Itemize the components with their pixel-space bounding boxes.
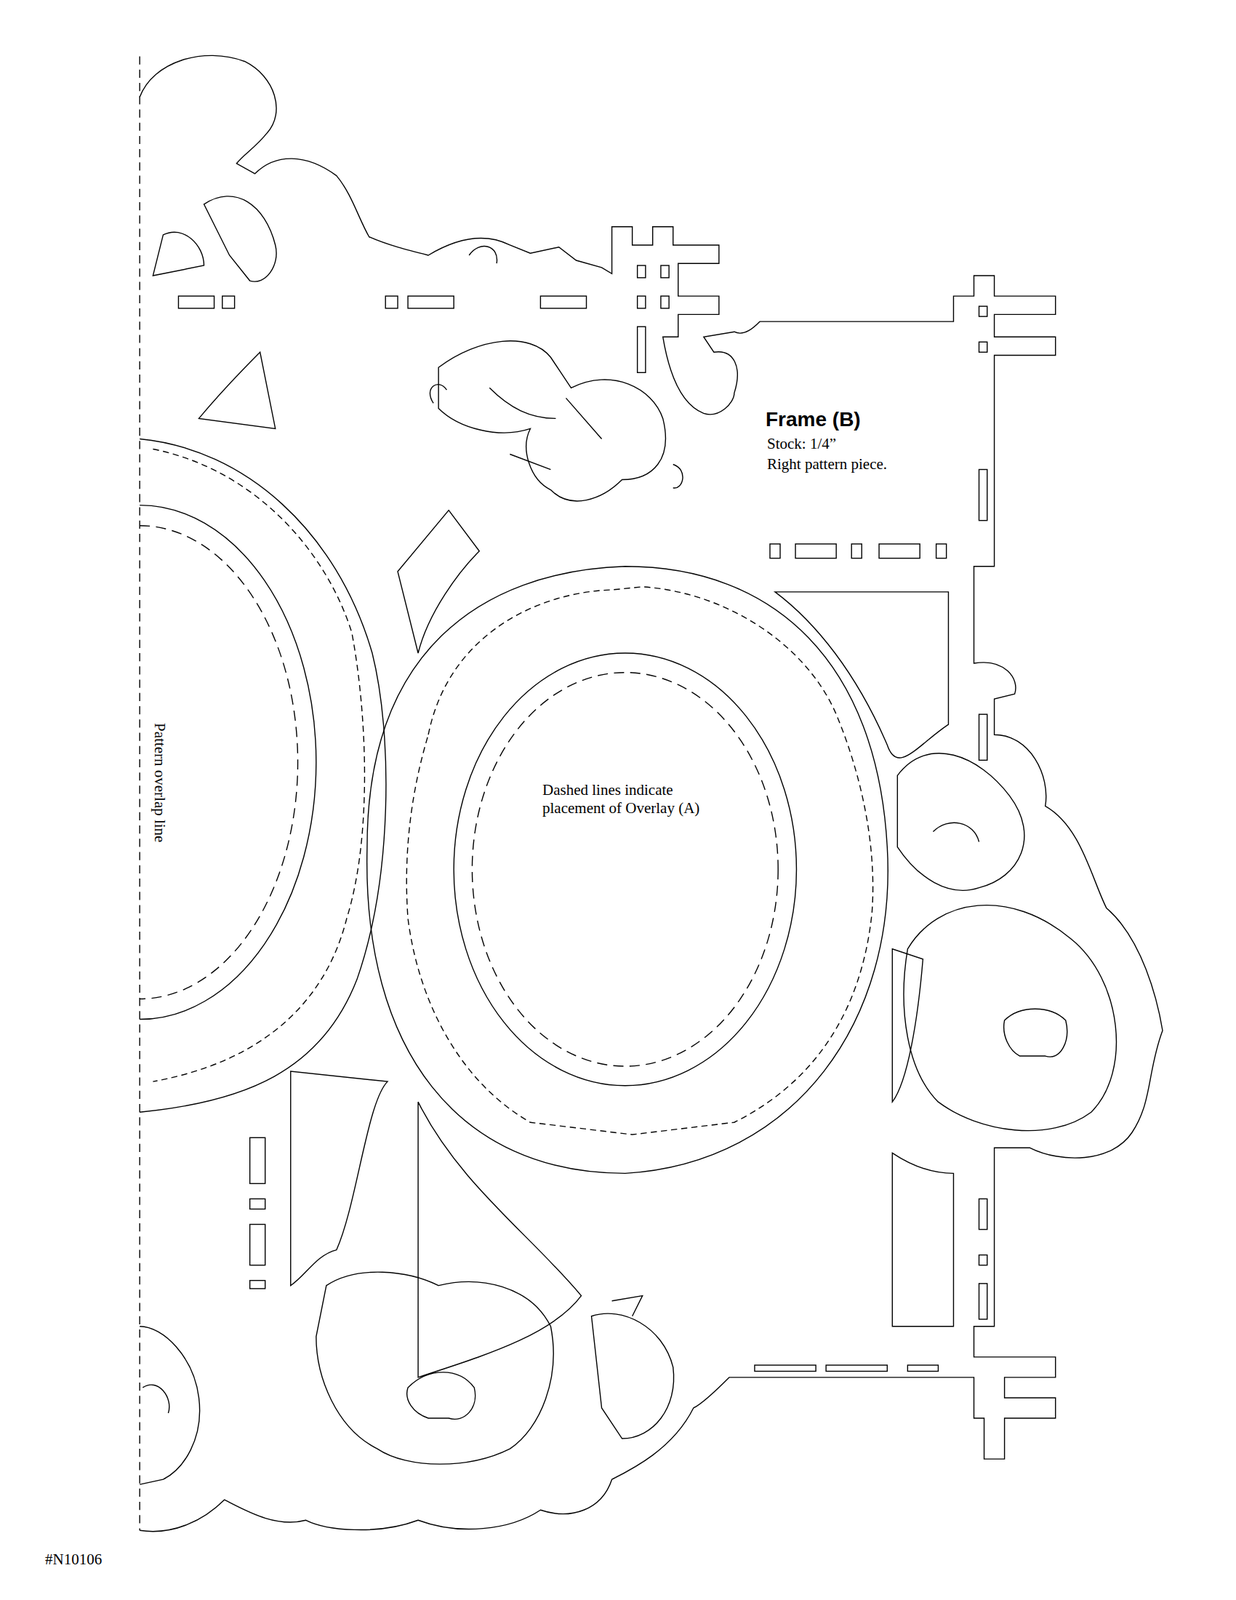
cutout (250, 1223, 266, 1265)
cutout (250, 1137, 266, 1183)
cutout (418, 1101, 581, 1378)
cutout (795, 543, 837, 559)
cutout (907, 1364, 938, 1371)
oval-band (367, 566, 889, 1174)
cutout (825, 1364, 888, 1371)
frame-outline (139, 55, 1163, 1531)
scroll (429, 246, 683, 488)
cutout (385, 295, 398, 309)
cutout (199, 351, 276, 429)
cutout (637, 295, 646, 309)
cutout (407, 295, 454, 309)
overlay-placement (471, 672, 778, 1066)
cutout (250, 1280, 266, 1289)
cutout (979, 1283, 988, 1319)
flower (903, 905, 1117, 1131)
cutout (979, 306, 988, 317)
cutout (769, 543, 781, 559)
overlay-outline (406, 586, 873, 1135)
cutout (637, 265, 646, 278)
cutout (892, 948, 923, 1102)
flower (139, 1326, 200, 1484)
oval-opening (453, 652, 797, 1086)
cutout (660, 265, 669, 278)
cutout (540, 295, 587, 309)
cutout (979, 469, 988, 521)
stock-note: Stock: 1/4” (767, 434, 837, 453)
cutout (775, 591, 949, 758)
oval-band (139, 438, 387, 1112)
pattern-number: #N10106 (45, 1550, 102, 1569)
overlap-label: Pattern overlap line (150, 722, 169, 842)
cutout (979, 1254, 988, 1266)
overlay-placement (139, 525, 298, 999)
flower (897, 753, 1025, 891)
cutout (936, 543, 947, 559)
overlap-line (138, 55, 140, 1530)
cutout (660, 295, 669, 309)
cutout (397, 510, 480, 653)
cutout (290, 1070, 388, 1286)
overlay-outline (152, 448, 365, 1082)
cutout (979, 713, 988, 760)
pattern-note: Right pattern piece. (767, 455, 888, 474)
cutout (879, 543, 920, 559)
butterfly (438, 340, 666, 501)
cutout (851, 543, 862, 559)
cutout (979, 1198, 988, 1229)
flower (316, 1271, 554, 1464)
cutout (892, 1152, 954, 1326)
flower (152, 196, 277, 282)
cutout (754, 1364, 816, 1371)
cutout (222, 295, 235, 309)
oval-opening (139, 505, 317, 1020)
cutout (979, 341, 988, 352)
cutout (250, 1198, 266, 1209)
placement-note: Dashed lines indicate placement of Overl… (542, 780, 721, 818)
cutout (178, 295, 214, 309)
butterfly-detail (489, 387, 602, 469)
flower (591, 1295, 674, 1439)
cutout (637, 326, 646, 373)
part-name: Frame (B) (765, 407, 861, 432)
